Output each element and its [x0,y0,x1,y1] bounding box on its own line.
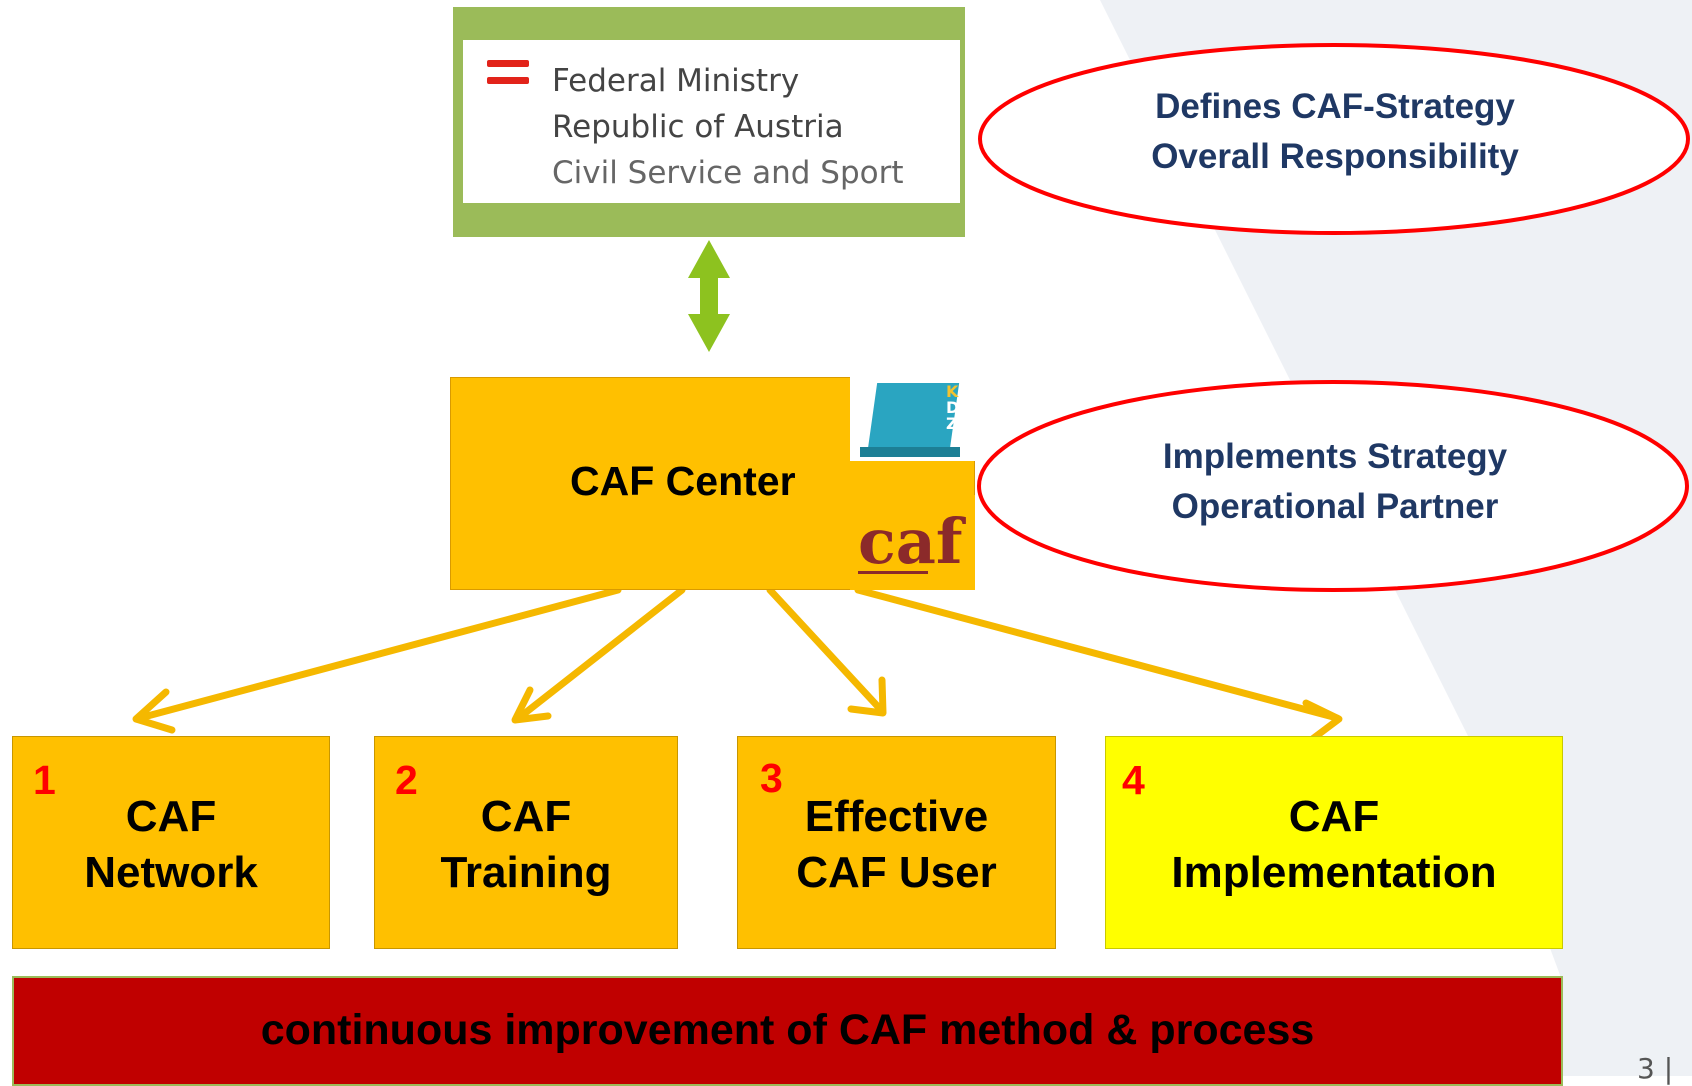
card-number: 3 [760,755,783,801]
card-caf-implementation: 4 CAF Implementation [1105,736,1563,949]
page-number: 3 | [1637,1052,1674,1085]
svg-text:D: D [946,398,959,417]
card-label-line-1: CAF [125,792,217,841]
top-ellipse-line-1: Defines CAF-Strategy [1155,87,1515,126]
page-number-value: 3 [1637,1052,1655,1085]
svg-text:Z: Z [946,414,958,433]
top-ellipse-label: Defines CAF-Strategy Overall Responsibil… [1090,82,1580,182]
card-label: CAF Training [375,789,677,901]
caf-logo: caf [850,495,975,590]
card-label-line-2: Implementation [1171,848,1497,897]
top-ellipse-line-2: Overall Responsibility [1151,137,1519,176]
card-label: CAF Implementation [1106,789,1562,901]
ministry-line-3: Civil Service and Sport [552,155,904,191]
card-caf-training: 2 CAF Training [374,736,678,949]
middle-ellipse [977,380,1689,592]
card-number: 1 [33,757,56,803]
middle-ellipse-line-1: Implements Strategy [1162,437,1508,476]
ministry-name: Federal Ministry Republic of Austria Civ… [552,58,904,196]
green-double-arrow [688,240,730,352]
card-caf-network: 1 CAF Network [12,736,330,949]
card-label-line-2: CAF User [796,848,997,897]
continuous-improvement-label: continuous improvement of CAF method & p… [260,1006,1315,1054]
top-ellipse [978,43,1690,235]
card-label: Effective CAF User [738,789,1055,901]
card-number: 4 [1122,757,1145,803]
card-label-line-1: CAF [480,792,572,841]
ministry-line-2: Republic of Austria [552,109,844,145]
card-number: 2 [395,757,418,803]
svg-text:caf: caf [858,505,966,578]
card-label-line-1: Effective [804,792,989,841]
orange-arrows [132,586,1343,744]
card-label-line-2: Training [440,848,612,897]
card-label-line-1: CAF [1288,792,1380,841]
caf-center-label: CAF Center [570,458,796,504]
svg-text:K: K [946,382,959,401]
ministry-line-1: Federal Ministry [552,63,800,99]
card-effective-caf-user: 3 Effective CAF User [737,736,1056,949]
middle-ellipse-line-2: Operational Partner [1171,487,1499,526]
card-label-line-2: Network [84,848,258,897]
austria-flag-icon [487,60,529,84]
ministry-logo-panel [463,40,960,203]
kdz-logo: K D Z [850,377,975,461]
middle-ellipse-label: Implements Strategy Operational Partner [1090,432,1580,532]
card-label: CAF Network [13,789,329,901]
